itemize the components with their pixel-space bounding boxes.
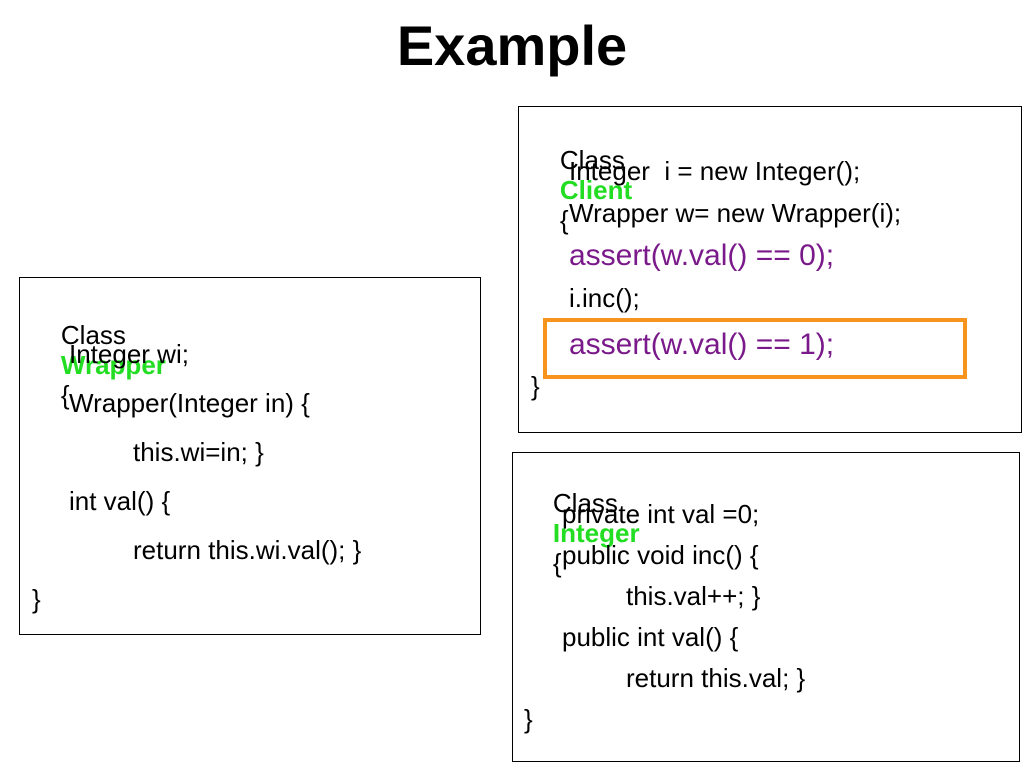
assert-line-highlighted: assert(w.val() == 1);: [569, 328, 835, 361]
code-line: return this.val; }: [626, 663, 806, 693]
code-line: this.wi=in; }: [133, 437, 264, 467]
integer-class-box: Class Integer { private int val =0; publ…: [512, 452, 1020, 762]
code-line: return this.wi.val(); }: [133, 535, 362, 565]
close-brace: }: [531, 371, 540, 401]
open-brace: {: [60, 380, 70, 410]
code-line: public void inc() {: [562, 540, 759, 570]
close-brace: }: [32, 584, 41, 614]
open-brace: {: [559, 205, 569, 235]
code-line: Wrapper w= new Wrapper(i);: [569, 198, 902, 228]
class-name: Wrapper: [60, 350, 166, 380]
integer-class-header: Class Integer {: [524, 458, 640, 608]
code-line: public int val() {: [562, 622, 739, 652]
class-name: Client: [559, 175, 633, 205]
class-keyword: Class: [552, 488, 618, 518]
code-line: int val() {: [69, 486, 171, 516]
slide-title: Example: [396, 14, 628, 77]
open-brace: {: [552, 548, 562, 578]
code-line: Wrapper(Integer in) {: [69, 388, 310, 418]
client-class-header: Class Client {: [531, 115, 632, 265]
code-line: i.inc();: [569, 283, 640, 313]
code-line: this.val++; }: [626, 581, 761, 611]
code-line: Integer wi;: [69, 339, 189, 369]
assert-line: assert(w.val() == 0);: [569, 239, 835, 272]
code-line: private int val =0;: [562, 499, 760, 529]
class-keyword: Class: [60, 320, 126, 350]
class-name: Integer: [552, 518, 640, 548]
close-brace: }: [524, 704, 533, 734]
wrapper-class-box: Class Wrapper { Integer wi; Wrapper(Inte…: [19, 277, 481, 635]
client-class-box: Class Client { Integer i = new Integer()…: [518, 106, 1022, 433]
code-line: Integer i = new Integer();: [569, 156, 861, 186]
class-keyword: Class: [559, 145, 625, 175]
highlight-box: [543, 318, 967, 379]
wrapper-class-header: Class Wrapper {: [32, 290, 166, 440]
